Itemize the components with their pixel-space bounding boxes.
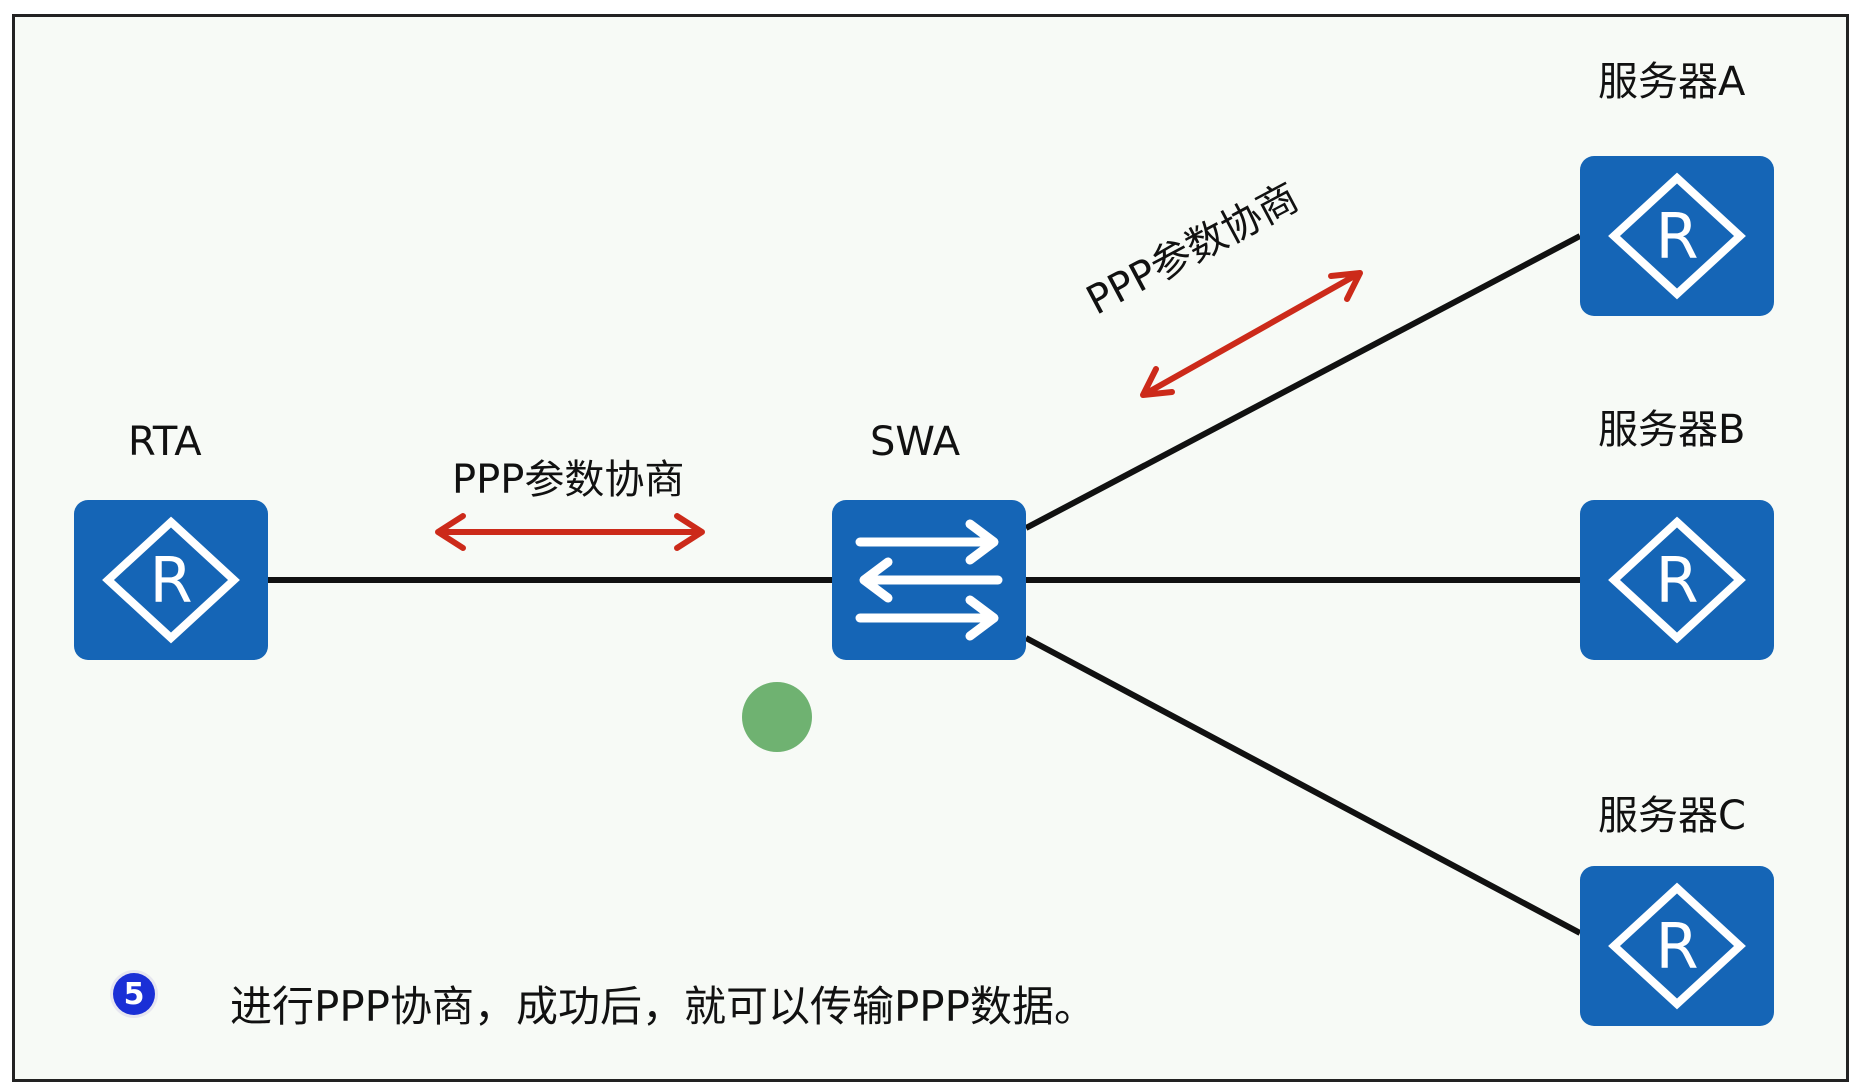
server-a-label: 服务器A <box>1598 59 1746 105</box>
server-c-label: 服务器C <box>1598 793 1746 839</box>
link-swa-server-c <box>1024 635 1582 936</box>
router-server-b-icon <box>1580 500 1774 660</box>
link-label-rta-swa: PPP参数协商 <box>452 457 685 503</box>
server-b-label: 服务器B <box>1598 407 1746 453</box>
double-arrow-rta-swa <box>435 513 705 551</box>
swa-label: SWA <box>870 419 961 465</box>
router-rta-icon <box>74 500 268 660</box>
router-server-a-icon <box>1580 156 1774 316</box>
step-caption: 进行PPP协商，成功后，就可以传输PPP数据。 <box>230 982 1096 1031</box>
router-server-c-icon <box>1580 866 1774 1026</box>
cursor-indicator <box>742 682 812 752</box>
double-arrow-swa-server-a <box>1140 270 1363 398</box>
step-number-badge: 5 <box>113 973 155 1015</box>
rta-label: RTA <box>128 419 202 465</box>
switch-swa-icon <box>832 500 1026 660</box>
link-swa-server-a <box>1024 233 1582 531</box>
